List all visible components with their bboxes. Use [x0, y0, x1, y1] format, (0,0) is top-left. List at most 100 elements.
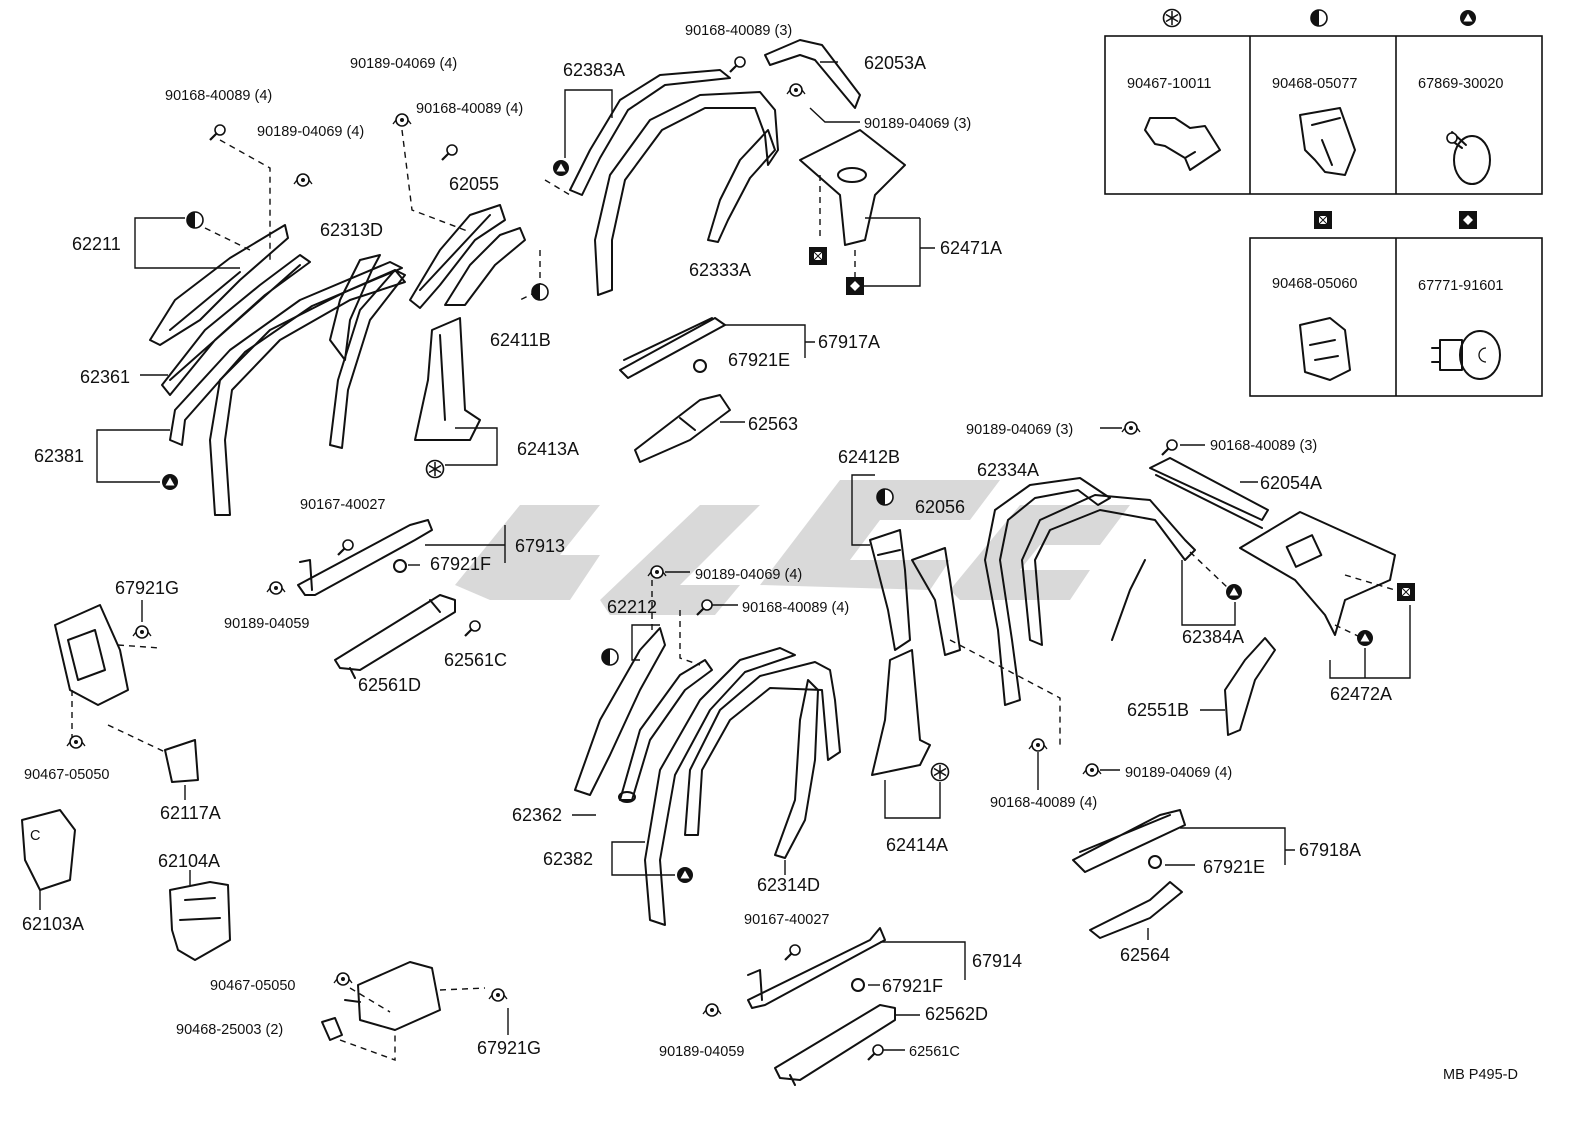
part-62117A-cover [164, 739, 199, 783]
part-62211-pillar-trim [149, 224, 289, 346]
label-90189-04069-a: 90189-04069 (4) [257, 124, 364, 140]
label-67918A: 67918A [1299, 840, 1361, 860]
clip-90468-icon [1299, 107, 1356, 176]
label-62472A: 62472A [1330, 684, 1392, 704]
clip-67921G-b-icon [488, 988, 508, 1002]
label-90467-05050-a: 90467-05050 [24, 767, 109, 783]
part-62314D-pillar [774, 679, 819, 859]
label-90189-04069-b: 90189-04069 (4) [350, 56, 457, 72]
part-62383A-weatherstrip [569, 69, 779, 296]
label-62333A: 62333A [689, 260, 751, 280]
part-67913-sill [297, 519, 433, 596]
label-62561C-a: 62561C [444, 650, 507, 670]
part-bottom-bracket [344, 961, 441, 1031]
label-62314D: 62314D [757, 875, 820, 895]
clip-90467-b-icon [333, 972, 353, 986]
label-62411B: 62411B [490, 330, 551, 350]
label-62414A: 62414A [886, 835, 948, 855]
label-62103A: 62103A [22, 914, 84, 934]
label-62117A: 62117A [160, 803, 221, 823]
label-62212: 62212 [607, 597, 657, 617]
legend-top: 90467-10011 90468-05077 67869-30020 [1104, 8, 1543, 195]
triangle-marker-c-icon [553, 160, 569, 176]
asterisk-marker-icon [425, 459, 445, 479]
label-90468-25003: 90468-25003 (2) [176, 1022, 283, 1038]
diamond-marker-icon [846, 277, 864, 295]
clip-90467-icon [1144, 117, 1221, 171]
label-62413A: 62413A [517, 439, 579, 459]
label-90168-40089-f: 90168-40089 (4) [990, 795, 1097, 811]
label-90167-40027-a: 90167-40027 [300, 497, 385, 513]
clip-67921F-icon [393, 559, 407, 573]
label-67917A: 67917A [818, 332, 880, 352]
triangle-marker-e-icon [677, 867, 693, 883]
label-62334A: 62334A [977, 460, 1039, 480]
label-90167-40027-b: 90167-40027 [744, 912, 829, 928]
clip-90189-b-icon [392, 113, 412, 127]
part-62413A-pillar [414, 317, 481, 441]
clip-67921E-icon [693, 359, 707, 373]
labels: 62211 62361 62381 62313D 90168-40089 (4)… [22, 23, 1518, 1083]
part-62564-bracket [1089, 881, 1183, 939]
triangle-marker-icon [162, 474, 178, 490]
part-62382-weatherstrip [644, 647, 841, 926]
label-62561D: 62561D [358, 675, 421, 695]
label-90189-04059-b: 90189-04059 [659, 1044, 744, 1060]
part-62056-trim [911, 547, 961, 656]
part-67918A-sill [1072, 809, 1186, 873]
legend-part-4: 90468-05060 [1272, 276, 1357, 292]
label-62211: 62211 [72, 234, 121, 254]
screw-90168-c-icon [728, 55, 747, 74]
asterisk-marker-f-icon [930, 762, 950, 782]
screw-90167-b-icon [783, 943, 802, 962]
label-67914: 67914 [972, 951, 1022, 971]
part-62561D-step [334, 594, 456, 679]
clip-90189-h-icon [702, 1003, 722, 1017]
legend-part-5: 67771-91601 [1418, 278, 1503, 294]
clip-90189-icon [293, 173, 313, 187]
part-67917A-sill [619, 317, 726, 379]
label-67913: 67913 [515, 536, 565, 556]
label-62053A: 62053A [864, 53, 926, 73]
clip-90189-f-icon [1121, 421, 1141, 435]
label-90168-40089-b: 90168-40089 (4) [416, 101, 523, 117]
label-90168-40089-e: 90168-40089 (3) [1210, 438, 1317, 454]
label-62551B: 62551B [1127, 700, 1189, 720]
label-62361: 62361 [80, 367, 130, 387]
part-62333A-pillar [707, 129, 776, 243]
triangle-marker-g-icon [1226, 584, 1242, 600]
part-62054A-trim [1149, 457, 1269, 529]
clip-67921G-icon [132, 625, 152, 639]
asterisk-symbol-icon [1162, 8, 1182, 28]
part-62361-weatherstrip [161, 254, 311, 396]
label-62384A: 62384A [1182, 627, 1244, 647]
label-90467-05050-b: 90467-05050 [210, 978, 295, 994]
label-90189-04069-f: 90189-04069 (3) [966, 422, 1073, 438]
label-90189-04069-c: 90189-04069 (3) [864, 116, 971, 132]
half-circle-marker-icon [186, 211, 204, 229]
part-62117A-panel [54, 604, 129, 706]
push-pin-67771-icon [1431, 330, 1501, 380]
legend-part-3: 67869-30020 [1418, 76, 1503, 92]
label-67921F-b: 67921F [882, 976, 943, 996]
part-62053A-trim [764, 39, 861, 109]
label-62383A: 62383A [563, 60, 625, 80]
part-62411B-trim [444, 227, 526, 306]
push-pin-67869-icon [1446, 131, 1491, 185]
label-62362: 62362 [512, 805, 562, 825]
label-62381: 62381 [34, 446, 84, 466]
triangle-marker-h-icon [1357, 630, 1373, 646]
clip-90467-icon [66, 735, 86, 749]
square-marker-icon [808, 246, 828, 266]
label-62561C-b: 62561C [909, 1044, 960, 1060]
clip-67921F-b-icon [851, 978, 865, 992]
half-circle-symbol-icon [1310, 9, 1328, 27]
clip-90468-05060-icon [1299, 317, 1351, 381]
legend-part-2: 90468-05077 [1272, 76, 1357, 92]
half-circle-marker-b-icon [531, 283, 549, 301]
part-62104A-panel [169, 881, 231, 961]
svg-text:C: C [30, 828, 40, 844]
part-62551B-trim [1224, 637, 1276, 736]
label-67921G-b: 67921G [477, 1038, 541, 1058]
label-62471A: 62471A [940, 238, 1002, 258]
